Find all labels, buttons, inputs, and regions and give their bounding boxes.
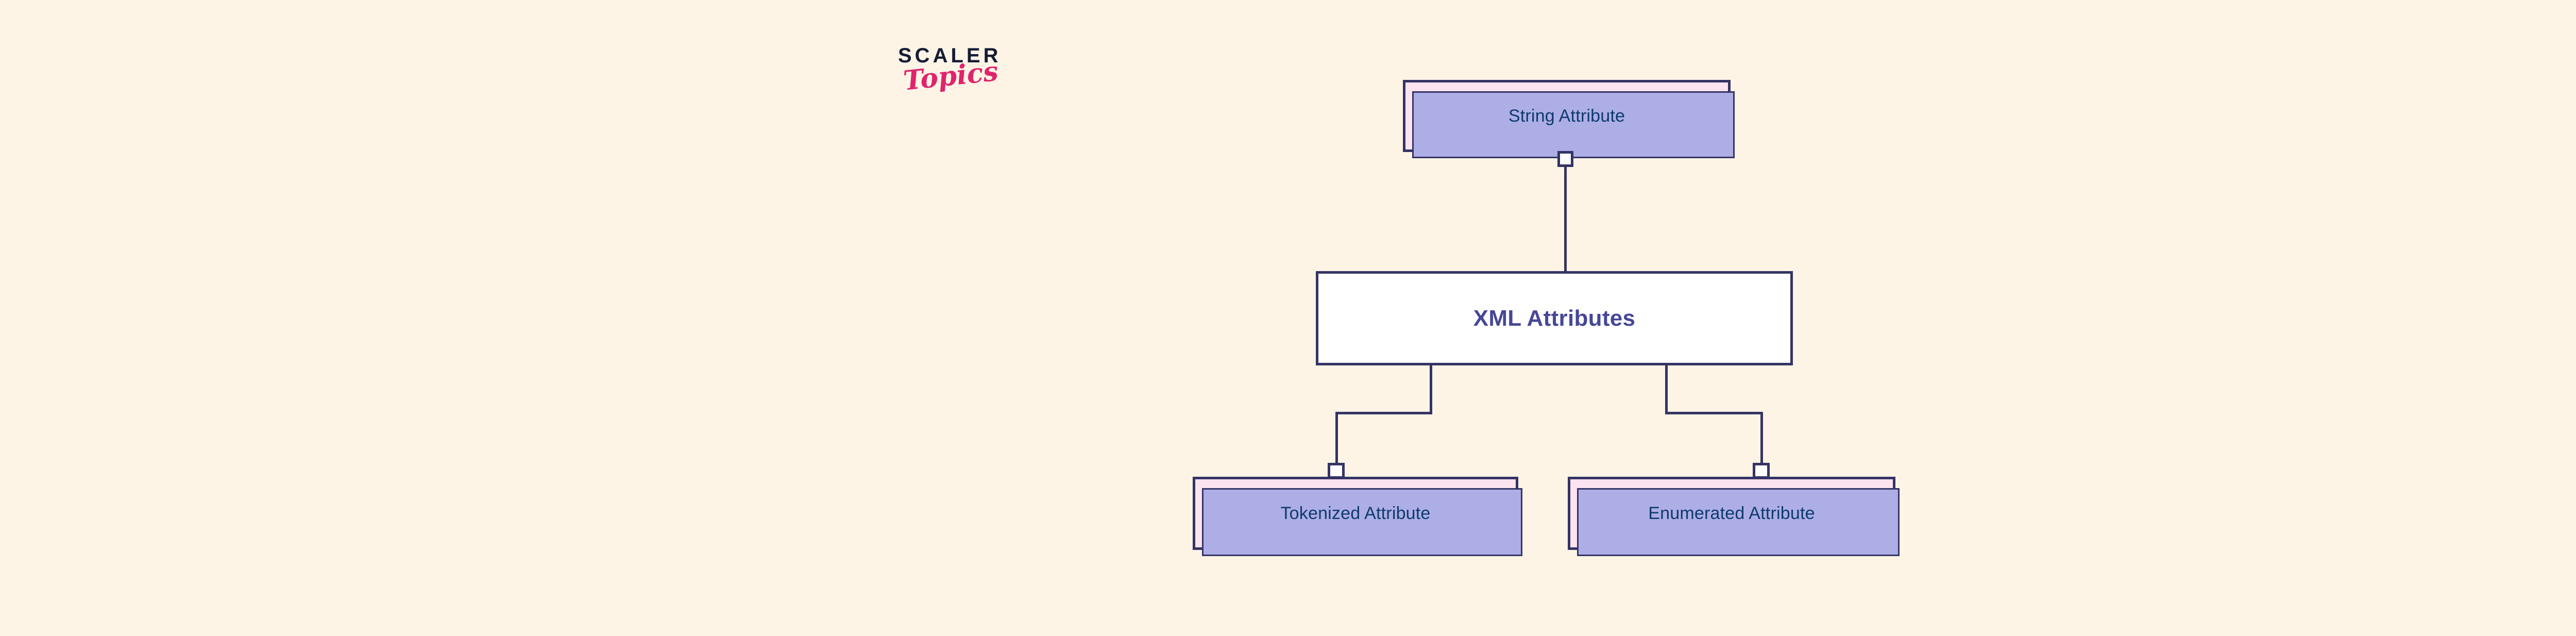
node-tokenized-attribute[interactable]: Tokenized Attribute [1193,477,1522,556]
connector-string-to-xml [1564,151,1567,275]
connector-right-to-enumerated [1760,412,1763,479]
connector-xml-left-run [1335,412,1432,414]
node-string-attribute-label: String Attribute [1508,106,1625,126]
node-xml-attributes[interactable]: XML Attributes [1316,271,1793,365]
connector-stub-tokenized [1328,463,1345,479]
node-string-attribute[interactable]: String Attribute [1403,80,1735,158]
connector-stub-enumerated [1753,463,1770,479]
connector-stub-string [1557,151,1573,167]
connector-xml-right-run [1665,412,1763,414]
connector-left-to-tokenized [1335,412,1338,479]
node-tokenized-attribute-label: Tokenized Attribute [1280,503,1431,523]
node-xml-attributes-label: XML Attributes [1473,305,1636,331]
node-enumerated-attribute-label: Enumerated Attribute [1648,503,1815,523]
scaler-topics-logo: SCALER Topics [898,45,1063,107]
node-enumerated-attribute[interactable]: Enumerated Attribute [1568,477,1900,556]
logo-wordmark: SCALER [898,44,1002,67]
connector-xml-right-drop [1665,364,1668,414]
connector-xml-left-drop [1430,364,1432,414]
